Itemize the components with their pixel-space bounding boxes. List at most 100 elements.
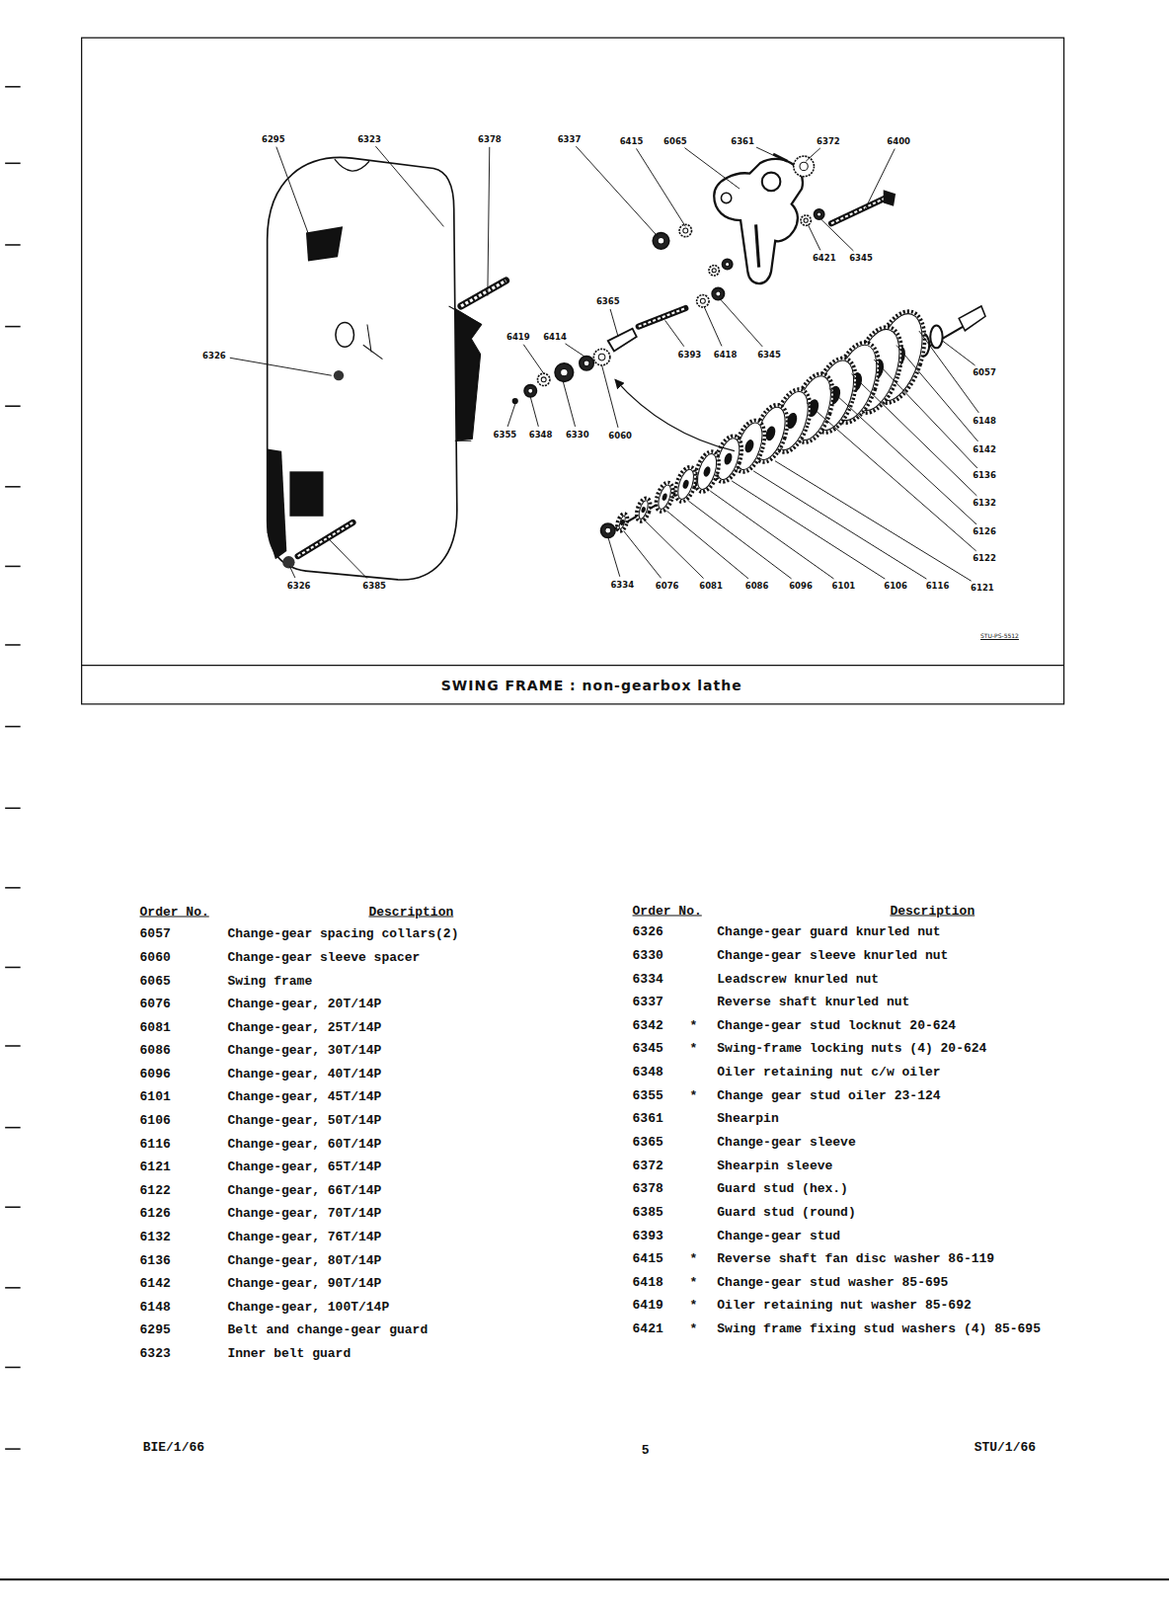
page-footer: STU/1/66 [974, 1440, 1036, 1454]
callout-number: 6348 [528, 429, 554, 441]
callout-number: 6419 [505, 331, 532, 343]
part-description: Change-gear spacing collars(2) [227, 927, 459, 940]
guard-stud [461, 280, 506, 307]
margin-tick [4, 243, 20, 246]
callout-number: 6323 [356, 133, 383, 145]
margin-tick [4, 485, 20, 488]
margin-tick [4, 1447, 20, 1450]
margin-tick [4, 162, 20, 165]
bottom-rule [0, 1577, 1169, 1580]
leader-line [635, 148, 686, 227]
knurled-nut [333, 370, 344, 381]
figure-frame [81, 37, 1065, 704]
callout-number: 6421 [811, 252, 838, 264]
column-header: Order No. [632, 903, 702, 917]
leader-line [703, 306, 722, 346]
leader-line [276, 147, 316, 256]
change-gear-stud [638, 308, 687, 327]
margin-tick [4, 404, 20, 407]
callout-number: 6345 [756, 348, 782, 360]
gear-teeth [652, 479, 677, 514]
callout-number: 6365 [595, 296, 622, 308]
column-header: Order No. [140, 904, 210, 918]
margin-tick [4, 1286, 20, 1289]
sleeve-spacer-bore [598, 353, 606, 361]
leader-line [328, 539, 368, 579]
leader-line [873, 359, 978, 468]
assembly-arrow [615, 379, 735, 451]
order-number: 6057 [140, 927, 171, 940]
guard-stud [298, 522, 354, 556]
leader-line [645, 520, 704, 578]
callout-number: 6400 [885, 135, 912, 147]
shearpin-sleeve [793, 155, 815, 177]
order-number: 6378 [632, 1181, 664, 1195]
order-number: 6365 [632, 1135, 664, 1149]
callout-number: 6385 [361, 580, 388, 592]
order-number: 6121 [140, 1160, 171, 1173]
gear-rim [675, 467, 698, 501]
frame-slot [756, 224, 760, 267]
order-number: 6076 [140, 997, 171, 1011]
part-description: Swing-frame locking nuts (4) 20-624 [716, 1041, 987, 1055]
order-number: 6096 [140, 1066, 171, 1080]
leader-line [562, 381, 575, 426]
guard-stud [298, 522, 354, 556]
guard-shading [306, 226, 343, 261]
callout-number: 6393 [677, 348, 703, 360]
callout-number: 6096 [787, 580, 814, 592]
guard-stud [461, 280, 506, 307]
gear-rim [618, 515, 626, 530]
oiler-nut [524, 385, 537, 397]
leader-line [806, 402, 977, 551]
order-number: 6326 [632, 925, 664, 938]
part-description: Change-gear, 50T/14P [227, 1113, 382, 1127]
change-gear-stud [638, 308, 687, 327]
leader-line [756, 147, 778, 157]
gear-rim [636, 499, 650, 521]
part-description: Change-gear, 20T/14P [227, 997, 382, 1011]
gear-rim [655, 483, 673, 511]
leader-line [289, 565, 295, 578]
callout-number: 6326 [286, 580, 312, 592]
leader-lines [230, 146, 979, 581]
caption-divider [81, 664, 1065, 666]
knurled-nut [579, 356, 594, 371]
washer-bore [683, 228, 689, 234]
leader-line [731, 480, 885, 579]
callout-number: 6081 [698, 580, 724, 592]
stud-head [883, 189, 896, 207]
knurled-nut [554, 363, 574, 383]
part-description: Change-gear guard knurled nut [716, 925, 940, 938]
margin-tick [4, 85, 20, 88]
callout-number: 6116 [925, 580, 951, 592]
callout-number: 6418 [712, 348, 739, 360]
callout-number: 6060 [607, 430, 633, 442]
leadscrew-nut-bore [605, 527, 612, 534]
washer [800, 215, 811, 226]
part-description: Oiler retaining nut c/w oiler [716, 1065, 940, 1079]
order-number: 6372 [632, 1158, 664, 1171]
leader-line [718, 298, 763, 347]
margin-tick [4, 725, 20, 728]
oiler-nut-bore [528, 388, 534, 393]
order-number: 6086 [140, 1043, 171, 1057]
part-description: Change-gear, 60T/14P [227, 1136, 382, 1150]
part-description: Swing frame fixing stud washers (4) 85-6… [716, 1322, 1041, 1335]
knurled-nut-bore [657, 237, 665, 245]
leader-line [602, 365, 619, 428]
part-description: Change-gear, 30T/14P [227, 1043, 382, 1057]
washer [697, 295, 709, 308]
order-number: 6323 [140, 1345, 171, 1359]
callout-number: 6378 [476, 133, 503, 145]
order-number: 6421 [632, 1322, 664, 1335]
part-description: Shearpin sleeve [716, 1158, 833, 1171]
gear-hub [701, 465, 711, 477]
locking-nut-bore [715, 291, 721, 297]
change-gear [671, 464, 701, 504]
margin-tick [4, 886, 20, 889]
order-number: 6106 [140, 1113, 171, 1127]
asterisk-mark: * [689, 1041, 698, 1055]
part-description: Change-gear stud locknut 20-624 [716, 1017, 956, 1031]
